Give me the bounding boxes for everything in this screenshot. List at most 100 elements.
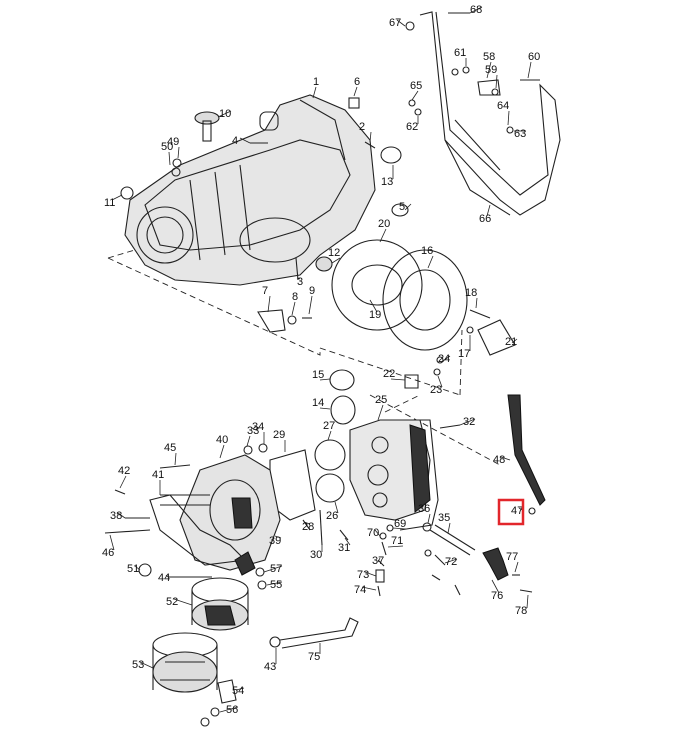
nut-64	[451, 68, 459, 76]
part-label-62: 62	[406, 116, 419, 133]
part-number: 21	[505, 336, 517, 348]
part-number: 69	[394, 518, 406, 530]
part-number: 54	[232, 685, 244, 697]
part-label-74: 74	[354, 584, 377, 596]
mounting-bracket-66	[419, 11, 561, 216]
spring-71	[381, 541, 387, 556]
nut-65	[408, 99, 416, 107]
part-number: 46	[102, 547, 114, 559]
part-label-34: 34	[252, 421, 265, 444]
spring-part	[234, 551, 256, 576]
part-label-42: 42	[118, 465, 130, 489]
leader-line	[527, 61, 532, 79]
part-number: 77	[506, 551, 518, 563]
part-label-52: 52	[166, 596, 193, 608]
bearing-27	[314, 439, 346, 471]
part-label-14: 14	[312, 397, 331, 410]
part-number: 11	[104, 197, 115, 209]
part-label-24: 24	[438, 353, 450, 365]
part-number: 55	[270, 579, 282, 591]
part-label-30: 30	[310, 545, 323, 561]
part-label-50: 50	[161, 141, 173, 166]
washer-24	[436, 356, 444, 364]
leader-line	[486, 61, 492, 79]
snap-ring-15	[329, 369, 355, 391]
leader-line	[174, 452, 177, 466]
part-number: 70	[367, 527, 379, 539]
part-label-22: 22	[383, 368, 406, 381]
ring-70b	[424, 549, 432, 557]
bearing-12	[315, 256, 333, 272]
washer-34	[258, 443, 268, 453]
part-label-45: 45	[164, 442, 177, 466]
part-number: 37	[372, 555, 384, 567]
part-number: 44	[158, 572, 170, 584]
leader-line	[217, 110, 232, 118]
leader-line	[296, 277, 301, 280]
part-label-13: 13	[381, 165, 394, 188]
nut-43	[269, 636, 281, 648]
part-label-7: 7	[262, 285, 271, 313]
shaft-75	[279, 617, 359, 649]
washer-67	[405, 21, 415, 31]
transmission-housing	[124, 94, 376, 286]
nut-62	[414, 108, 422, 116]
part-number: 67	[389, 17, 401, 29]
part-label-19: 19	[369, 299, 381, 321]
nut-50	[171, 167, 181, 177]
part-number: 5	[399, 201, 405, 213]
leader-line	[374, 529, 381, 537]
part-number: 4	[232, 135, 238, 147]
leader-line	[266, 581, 283, 586]
washer-33	[243, 445, 253, 455]
bracket-58	[477, 79, 501, 96]
part-label-17: 17	[458, 335, 471, 360]
part-label-44: 44	[158, 572, 170, 584]
leader-line	[486, 204, 491, 217]
part-number: 60	[528, 51, 540, 63]
part-label-66: 66	[479, 204, 491, 225]
leader-line	[331, 257, 341, 264]
leader-line	[469, 6, 483, 14]
leader-line	[235, 687, 245, 691]
part-label-26: 26	[326, 501, 339, 522]
front-housing-40	[179, 454, 281, 571]
part-label-55: 55	[266, 579, 283, 591]
leader-line	[219, 706, 239, 713]
part-number: 61	[454, 47, 466, 59]
part-label-35: 35	[438, 512, 451, 534]
part-number: 36	[418, 503, 430, 515]
leader-line	[353, 86, 358, 97]
leader-line	[111, 194, 123, 201]
part-label-29: 29	[273, 429, 286, 452]
leader-line	[291, 301, 296, 316]
part-label-5: 5	[399, 201, 412, 213]
washer-47	[528, 507, 536, 515]
leader-line	[312, 86, 317, 99]
leader-line	[263, 565, 283, 573]
leader-line	[437, 375, 443, 388]
leader-line	[511, 338, 518, 344]
part-number: 39	[269, 535, 281, 547]
leader-line	[274, 535, 282, 539]
part-number: 64	[497, 100, 509, 112]
part-label-27: 27	[323, 420, 335, 441]
part-number: 78	[515, 605, 527, 617]
part-number: 33	[247, 425, 259, 437]
part-label-46: 46	[102, 534, 115, 559]
leader-line	[319, 378, 331, 381]
part-label-3: 3	[296, 276, 303, 288]
bolt-45	[159, 464, 191, 469]
washer-57a	[255, 567, 265, 577]
part-number: 8	[292, 291, 298, 303]
part-label-49: 49	[167, 136, 180, 159]
bearing-26	[315, 473, 345, 503]
part-label-21: 21	[505, 336, 517, 348]
part-label-68: 68	[469, 4, 483, 16]
leader-line	[308, 295, 313, 315]
part-number: 63	[514, 128, 526, 140]
part-number: 41	[152, 469, 164, 481]
bolt-74a	[377, 585, 381, 597]
